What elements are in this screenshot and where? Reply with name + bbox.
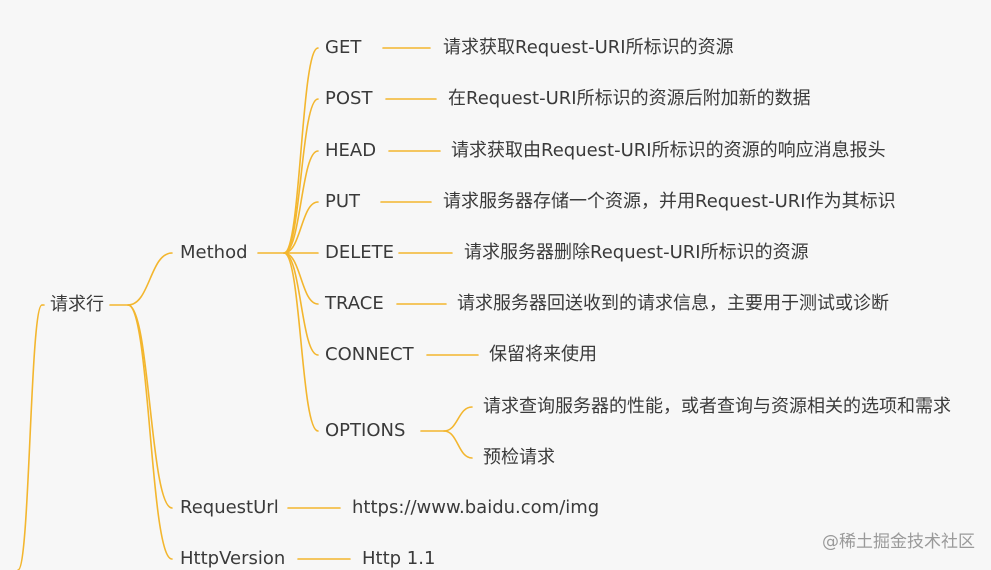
connector-method-child-2 bbox=[283, 150, 319, 254]
method-options: OPTIONS bbox=[325, 420, 406, 441]
node-request-url: RequestUrl bbox=[180, 497, 279, 518]
connector-to-http-version bbox=[127, 304, 173, 560]
method-head: HEAD bbox=[325, 140, 377, 161]
connector-method-child-3 bbox=[283, 201, 319, 254]
node-request-line: 请求行 bbox=[50, 294, 104, 315]
connector-method-child-6 bbox=[283, 252, 319, 356]
method-post: POST bbox=[325, 88, 373, 109]
method-get-desc: 请求获取Request-URI所标识的资源 bbox=[443, 37, 734, 58]
method-options-desc-2: 预检请求 bbox=[483, 447, 555, 468]
node-http-version: HttpVersion bbox=[180, 548, 286, 569]
method-connect: CONNECT bbox=[325, 344, 414, 365]
method-trace: TRACE bbox=[325, 293, 384, 314]
method-trace-desc: 请求服务器回送收到的请求信息，主要用于测试或诊断 bbox=[457, 293, 889, 314]
method-put-desc: 请求服务器存储一个资源，并用Request-URI作为其标识 bbox=[443, 191, 896, 212]
method-connect-desc: 保留将来使用 bbox=[489, 344, 597, 365]
method-delete: DELETE bbox=[325, 242, 395, 263]
connector-method-child-7 bbox=[283, 252, 319, 432]
connector-to-request-url bbox=[127, 304, 173, 509]
method-delete-desc: 请求服务器删除Request-URI所标识的资源 bbox=[464, 242, 809, 263]
method-head-desc: 请求获取由Request-URI所标识的资源的响应消息报头 bbox=[451, 140, 886, 161]
method-get: GET bbox=[325, 37, 362, 58]
http-version-value: Http 1.1 bbox=[362, 548, 436, 569]
method-put: PUT bbox=[325, 191, 361, 212]
connector-method-child-1 bbox=[283, 98, 319, 254]
request-url-value: https://www.baidu.com/img bbox=[352, 497, 600, 518]
connector-options-desc-1 bbox=[443, 406, 473, 432]
connector-method-child-0 bbox=[283, 47, 319, 254]
node-method: Method bbox=[180, 242, 248, 263]
connector-options-desc-2 bbox=[443, 430, 473, 459]
connector-root-spine bbox=[17, 304, 43, 570]
watermark-text: @稀土掘金技术社区 bbox=[822, 532, 975, 552]
method-options-desc-1: 请求查询服务器的性能，或者查询与资源相关的选项和需求 bbox=[483, 396, 951, 417]
method-post-desc: 在Request-URI所标识的资源后附加新的数据 bbox=[448, 88, 811, 109]
connector-method-child-5 bbox=[283, 252, 319, 305]
connector-to-method bbox=[127, 252, 173, 306]
